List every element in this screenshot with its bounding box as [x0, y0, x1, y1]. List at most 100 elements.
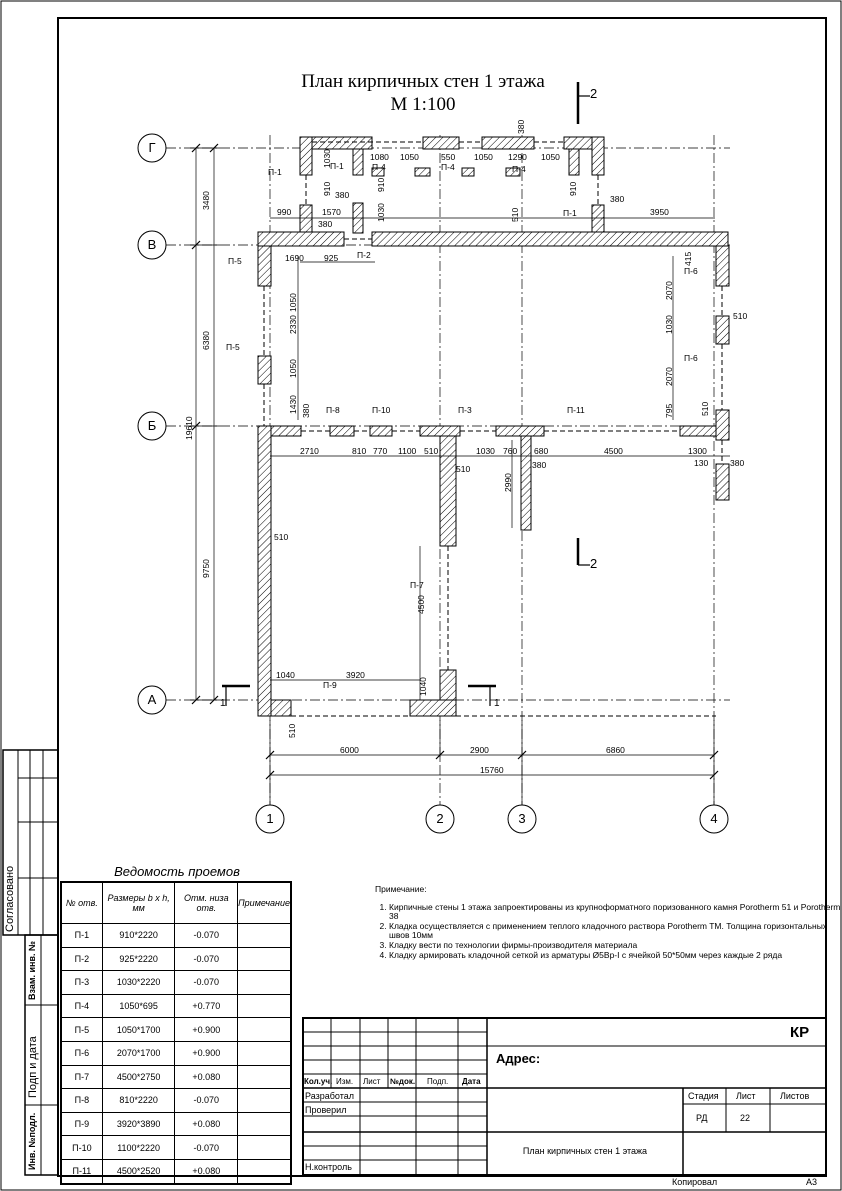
axis-label-b: Б: [147, 418, 157, 433]
drawing-name: План кирпичных стен 1 этажа: [522, 1146, 648, 1156]
dim-label: 130: [694, 458, 709, 468]
role-label: Разработал: [305, 1091, 354, 1101]
dim-span-3-4: 6860: [606, 745, 625, 755]
title-block-frame: [302, 1017, 827, 1176]
axis-label-1: 1: [266, 811, 274, 826]
table-cell: П-11: [60, 1158, 103, 1185]
dim-label: 510: [287, 723, 297, 738]
table-cell: [237, 970, 292, 995]
axis-bubbles: [137, 133, 729, 834]
table-cell: П-2: [60, 946, 103, 972]
dim-label: 380: [516, 119, 526, 134]
dim-label: 1570: [322, 207, 341, 217]
dim-label: 1050: [288, 293, 298, 312]
dim-label: 1080: [370, 152, 389, 162]
openings: [263, 141, 723, 717]
dim-label: 2330: [288, 315, 298, 334]
opening-label: П-4: [512, 164, 526, 174]
dim-label: 680: [534, 446, 549, 456]
table-cell: 925*2220: [101, 946, 176, 972]
dim-label: 1690: [285, 253, 304, 263]
table-cell: П-5: [60, 1017, 103, 1042]
table-cell: -0.070: [174, 923, 239, 948]
opening-label: П-11: [567, 405, 585, 415]
format-label: А3: [806, 1177, 818, 1187]
dimension-ticks: [191, 143, 719, 780]
table-cell: -0.070: [174, 1135, 239, 1160]
table-cell: [237, 946, 292, 972]
dim-label: 1050: [288, 359, 298, 378]
dim-label: 770: [373, 446, 388, 456]
address-label: Адрес:: [496, 1051, 541, 1066]
table-cell: [237, 1111, 292, 1137]
dim-label: 910: [568, 181, 578, 196]
table-cell: 4500*2520: [101, 1158, 176, 1185]
dim-label: 510: [510, 207, 520, 222]
dim-label: 3920: [346, 670, 365, 680]
notes-heading: Примечание:: [375, 884, 427, 894]
section-mark-mid: 2: [590, 556, 598, 571]
dim-label: 910: [376, 177, 386, 192]
axis-label-v: В: [147, 237, 157, 252]
opening-label: П-4: [372, 162, 386, 172]
table-cell: П-10: [60, 1135, 103, 1160]
table-cell: -0.070: [174, 970, 239, 995]
dim-label: 1300: [688, 446, 707, 456]
dim-label: 380: [610, 194, 625, 204]
dim-label: 1030: [322, 149, 332, 168]
stage-value: РД: [696, 1113, 708, 1123]
table-cell: +0.080: [174, 1111, 239, 1137]
schedule-title: Ведомость проемов: [114, 864, 240, 879]
role-label: Н.контроль: [305, 1162, 352, 1172]
dim-label: 990: [277, 207, 292, 217]
dim-label: 510: [456, 464, 471, 474]
table-header-row: № отв. Размеры b x h, мм Отм. низа отв. …: [60, 881, 292, 924]
role-label: Проверил: [305, 1105, 347, 1115]
side-stamp: [2, 749, 59, 1176]
dim-label: 2990: [503, 473, 513, 492]
dim-total-horizontal: 15760: [480, 765, 504, 775]
dim-v-b: 6380: [201, 331, 211, 350]
axis-label-g: Г: [148, 140, 156, 155]
dim-label: 510: [274, 532, 289, 542]
axis-label-2: 2: [436, 811, 444, 826]
column-header: Размеры b x h, мм: [101, 881, 176, 924]
axis-label-4: 4: [710, 811, 718, 826]
opening-label: П-2: [357, 250, 371, 260]
dim-label: 1430: [288, 395, 298, 414]
dim-label: 795: [664, 403, 674, 418]
axis-label-a: А: [147, 692, 157, 707]
opening-label: П-1: [563, 208, 577, 218]
opening-label: П-3: [458, 405, 472, 415]
table-cell: +0.900: [174, 1040, 239, 1066]
sheet-value: 22: [740, 1113, 751, 1123]
dim-label: 380: [532, 460, 547, 470]
side-label-sign-date: Подп и дата: [27, 1036, 39, 1098]
dim-label: 910: [322, 181, 332, 196]
dim-label: 380: [335, 190, 350, 200]
dim-label: 2070: [664, 281, 674, 300]
section-mark-top: 2: [590, 86, 598, 101]
opening-label: П-5: [226, 342, 240, 352]
opening-label: П-6: [684, 353, 698, 363]
table-cell: 4500*2750: [101, 1064, 176, 1090]
col-label: Изм.: [336, 1077, 354, 1086]
dim-total-vertical: 19610: [184, 416, 194, 440]
dimension-lines: [190, 147, 730, 805]
table-cell: П-7: [60, 1064, 103, 1090]
opening-label: П-9: [323, 680, 337, 690]
opening-label: П-8: [326, 405, 340, 415]
side-label-inv-orig: Инв. №подл.: [27, 1112, 37, 1170]
table-cell: П-3: [60, 970, 103, 995]
dim-label: 4500: [416, 595, 426, 614]
